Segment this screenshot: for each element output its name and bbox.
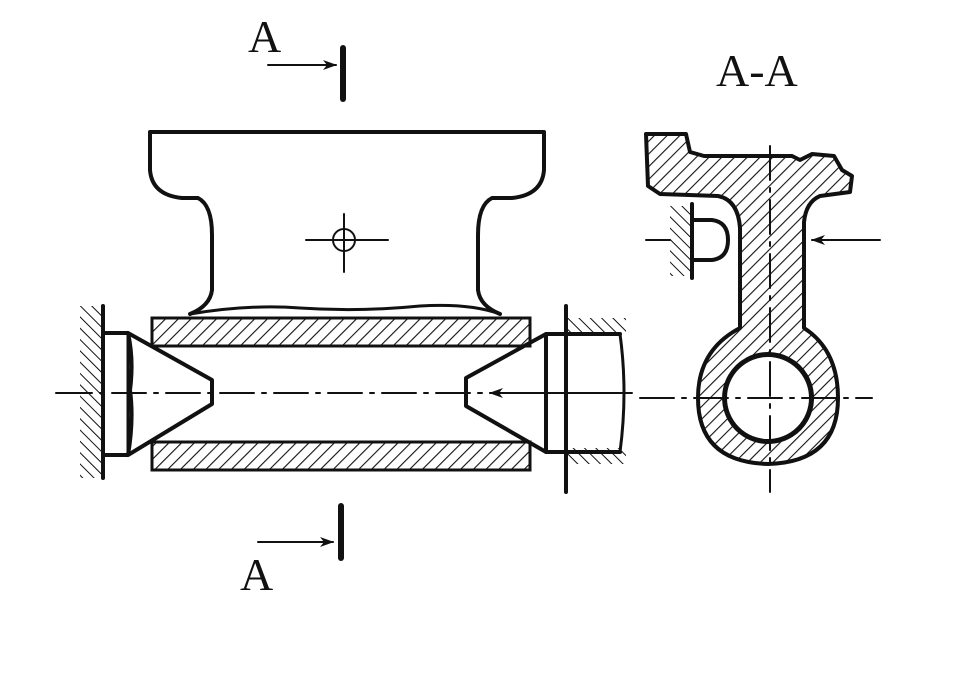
section-label-top: A [248, 11, 281, 62]
support-pin [690, 218, 730, 262]
section-marker-top: A [248, 11, 346, 102]
side-support [670, 206, 690, 276]
center-mark [305, 213, 389, 273]
section-view-title: A-A [716, 45, 798, 96]
section-marker-bottom: A [240, 503, 344, 600]
neck-sides [210, 233, 480, 292]
bushing-wall-upper [150, 316, 532, 348]
casting-boundary [188, 303, 502, 316]
part-main-view [148, 130, 546, 472]
section-view-aa [639, 132, 881, 493]
top-flange-outline [148, 130, 546, 316]
bushing-wall-lower [150, 440, 532, 472]
section-label-bottom: A [240, 549, 273, 600]
